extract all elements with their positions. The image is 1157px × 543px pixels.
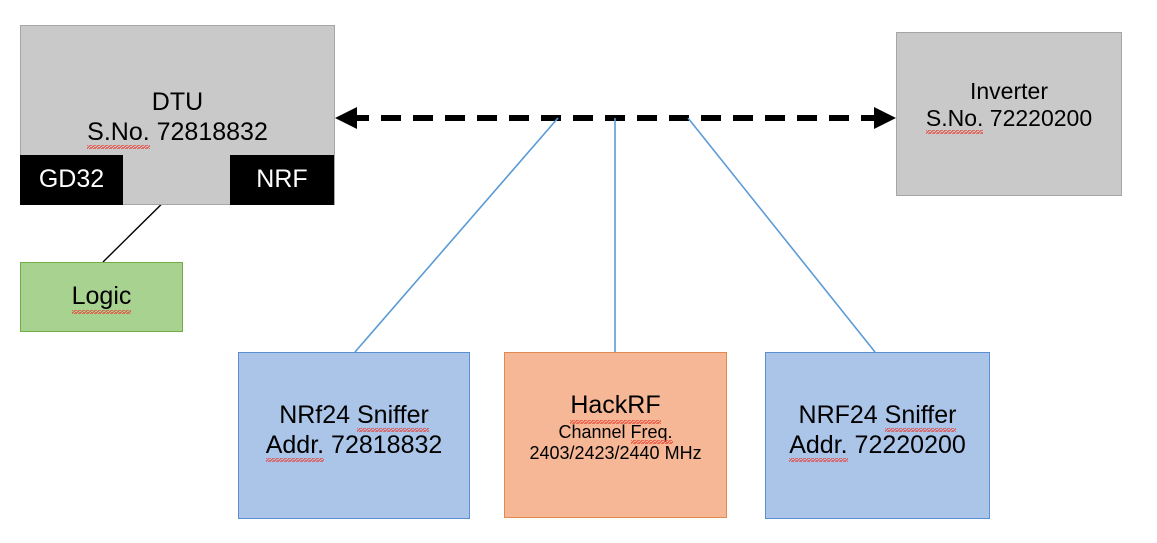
sniffer-right-node[interactable]: NRF24 Sniffer Addr. 72220200 [765, 352, 990, 519]
inverter-name: Inverter [970, 78, 1048, 104]
sniffer-right-title-text: Sniffer [884, 401, 957, 429]
sniffer-left-addr-value: 72818832 [331, 430, 443, 459]
sniffer-right-title: NRF24 Sniffer [798, 401, 957, 429]
inverter-serial-label: S.No. [925, 105, 984, 132]
hackrf-subtitle-freq-word: Freq. [630, 421, 673, 442]
sniffer-right-addr-value: 72220200 [854, 430, 966, 459]
hackrf-title: HackRF [570, 391, 661, 423]
dtu-serial-value: 72818832 [156, 117, 268, 146]
dtu-inverter-rf-link [335, 107, 896, 129]
logic-label: Logic [71, 282, 131, 314]
sniffer-left-title-text: Sniffer [357, 401, 429, 429]
sniffer-left-addr: Addr. 72818832 [266, 431, 443, 461]
inverter-serial: S.No. 72220200 [926, 105, 1092, 132]
nrf-label: NRF [256, 165, 308, 194]
nrf-node[interactable]: NRF [230, 155, 334, 205]
tap-sniffer-left [354, 117, 559, 353]
sniffer-left-title: NRf24 Sniffer [279, 401, 429, 429]
dtu-serial: S.No. 72818832 [87, 118, 268, 148]
inverter-node[interactable]: Inverter S.No. 72220200 [896, 32, 1122, 196]
hackrf-frequencies: 2403/2423/2440 MHz [529, 442, 702, 463]
hackrf-node[interactable]: HackRF Channel Freq. 2403/2423/2440 MHz [504, 352, 727, 518]
hackrf-subtitle: Channel Freq. [558, 421, 673, 442]
inverter-serial-value: 72220200 [989, 105, 1093, 132]
dtu-name: DTU [151, 88, 204, 116]
dtu-serial-label: S.No. [87, 117, 150, 146]
logic-node[interactable]: Logic [20, 262, 183, 332]
gd32-label: GD32 [38, 165, 105, 194]
sniffer-left-addr-label: Addr. [265, 430, 325, 459]
sniffer-right-addr: Addr. 72220200 [789, 431, 966, 461]
sniffer-left-node[interactable]: NRf24 Sniffer Addr. 72818832 [238, 352, 470, 519]
sniffer-right-addr-label: Addr. [789, 430, 848, 459]
gd32-node[interactable]: GD32 [20, 155, 123, 205]
tap-sniffer-right [687, 117, 876, 353]
